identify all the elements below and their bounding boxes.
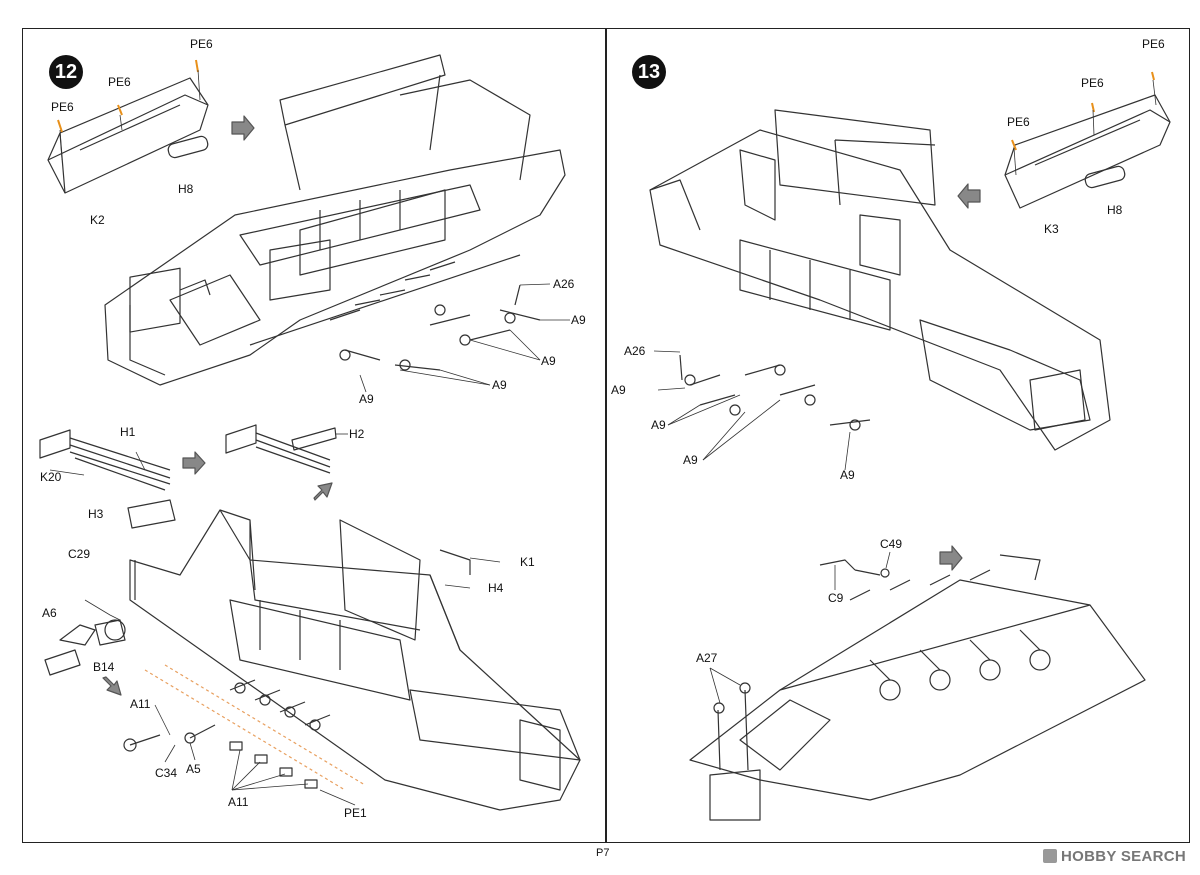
part-label: K1 (520, 555, 535, 569)
part-label: K20 (40, 470, 62, 484)
arrow-icon (939, 545, 963, 571)
part-label: C34 (155, 766, 178, 780)
leader-lines-bottom-left (154, 557, 501, 806)
part-k3-tray (1004, 94, 1171, 209)
part-label: PE6 (1007, 115, 1030, 129)
part-label: PE6 (1142, 37, 1165, 51)
watermark: HOBBY SEARCH (1042, 848, 1186, 865)
part-k20-h1-racks (39, 429, 176, 529)
part-pe1-fret (144, 664, 366, 791)
part-label: A26 (553, 277, 575, 291)
part-label: H8 (178, 182, 194, 196)
part-label: A9 (359, 392, 374, 406)
part-c49-c9 (819, 551, 891, 590)
arrow-icon (313, 482, 333, 501)
hull-assembly-top-left (104, 54, 566, 386)
watermark-text: HOBBY SEARCH (1060, 848, 1186, 865)
part-label: B14 (93, 660, 115, 674)
part-k2-tray (47, 77, 209, 194)
hull-assembly-bottom-right (689, 554, 1146, 821)
watermark-logo-icon (1042, 849, 1057, 863)
arrow-icon (182, 451, 206, 475)
part-label: PE1 (344, 806, 367, 820)
part-a6-b14 (44, 599, 126, 676)
part-label: A9 (651, 418, 666, 432)
hull-assembly-bottom-left (129, 509, 581, 811)
part-label: H1 (120, 425, 136, 439)
part-label: A9 (492, 378, 507, 392)
pe6-pins (57, 59, 1155, 151)
arrow-icon (102, 676, 122, 696)
part-label: A6 (42, 606, 57, 620)
part-label: A9 (571, 313, 586, 327)
leader-lines-a9-left (359, 283, 570, 393)
part-label: H8 (1107, 203, 1123, 217)
part-label: A9 (683, 453, 698, 467)
part-label: C49 (880, 537, 903, 551)
part-label: PE6 (108, 75, 131, 89)
leader-lines-a9-right (653, 350, 851, 471)
part-label: A9 (541, 354, 556, 368)
axle-arms-a11 (123, 679, 331, 789)
part-h8-roller (167, 135, 209, 159)
part-h2-racks (225, 424, 348, 474)
part-label: A9 (611, 383, 626, 397)
part-label: K2 (90, 213, 105, 227)
arrow-icon (957, 183, 981, 209)
part-label: A11 (130, 697, 151, 711)
part-h8-roller-right (1084, 165, 1126, 189)
hull-assembly-top-right (649, 109, 1111, 451)
part-label: PE6 (1081, 76, 1104, 90)
step-number-13: 13 (632, 55, 666, 89)
step-divider (605, 28, 607, 843)
part-label: PE6 (51, 100, 74, 114)
page-number: P7 (596, 847, 610, 859)
part-label: PE6 (190, 37, 213, 51)
part-label: K3 (1044, 222, 1059, 236)
arrow-icon (231, 115, 255, 141)
axle-arms-a9-right (679, 354, 871, 431)
part-label: H3 (88, 507, 104, 521)
part-label: A11 (228, 795, 249, 809)
part-label: A5 (186, 762, 201, 776)
part-label: A26 (624, 344, 646, 358)
part-a27 (709, 667, 751, 771)
part-label: A27 (696, 651, 718, 665)
part-label: A9 (840, 468, 855, 482)
part-label: H4 (488, 581, 504, 595)
part-label: H2 (349, 427, 365, 441)
part-label: C29 (68, 547, 91, 561)
step-number-12: 12 (49, 55, 83, 89)
part-label: C9 (828, 591, 844, 605)
axle-arms-a9-left (329, 261, 541, 371)
